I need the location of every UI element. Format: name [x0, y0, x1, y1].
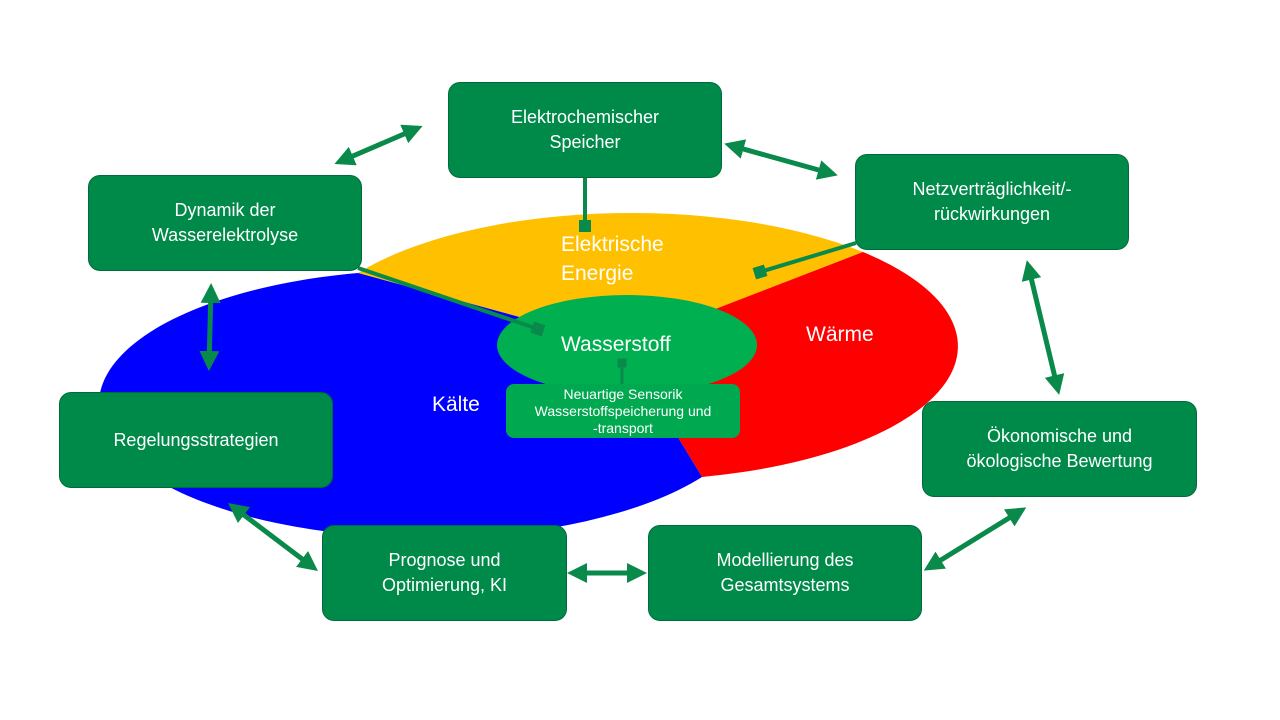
box-netzvertraeglichkeit-label: Netzverträglichkeit/- rückwirkungen: [912, 179, 1072, 224]
arrow-oekonomie-modellierung: [923, 507, 1027, 571]
box-sensorik: Neuartige Sensorik Wasserstoffspeicherun…: [506, 384, 740, 438]
label-cold: Kälte: [432, 393, 480, 416]
box-elektrochemischer-speicher: Elektrochemischer Speicher: [448, 82, 722, 178]
box-sensorik-label: Neuartige Sensorik Wasserstoffspeicherun…: [534, 385, 712, 436]
segment-electric-energy: [358, 212, 863, 345]
arrow-netz-oekonomie: [1021, 260, 1065, 395]
box-netzvertraeglichkeit: Netzverträglichkeit/- rückwirkungen: [855, 154, 1129, 250]
box-modellierung: Modellierung des Gesamtsystems: [648, 525, 922, 621]
label-hydrogen: Wasserstoff: [561, 333, 671, 356]
label-electric-energy: Elektrische Energie: [561, 233, 664, 285]
connector-dynamik: [357, 266, 546, 337]
box-dynamik-elektrolyse-label: Dynamik der Wasserelektrolyse: [151, 200, 299, 245]
box-elektrochemischer-speicher-label: Elektrochemischer Speicher: [510, 107, 660, 152]
box-regelungsstrategien-label: Regelungsstrategien: [113, 429, 279, 450]
arrow-regelung-dynamik: [199, 283, 221, 371]
arrow-dynamik-speicher: [334, 124, 423, 166]
box-oekonomische-bewertung-label: Ökonomische und ökologische Bewertung: [966, 426, 1153, 471]
box-regelungsstrategien: Regelungsstrategien: [59, 392, 333, 488]
box-modellierung-label: Modellierung des Gesamtsystems: [716, 550, 854, 595]
hydrogen-center: [497, 295, 757, 395]
box-oekonomische-bewertung: Ökonomische und ökologische Bewertung: [922, 401, 1197, 497]
connector-netz: [752, 241, 857, 280]
box-prognose-label: Prognose und Optimierung, KI: [381, 550, 508, 595]
box-dynamik-elektrolyse: Dynamik der Wasserelektrolyse: [88, 175, 362, 271]
arrow-prognose-regelung: [228, 502, 318, 572]
label-heat: Wärme: [806, 323, 874, 346]
arrow-speicher-netz: [724, 139, 838, 180]
box-prognose: Prognose und Optimierung, KI: [322, 525, 567, 621]
